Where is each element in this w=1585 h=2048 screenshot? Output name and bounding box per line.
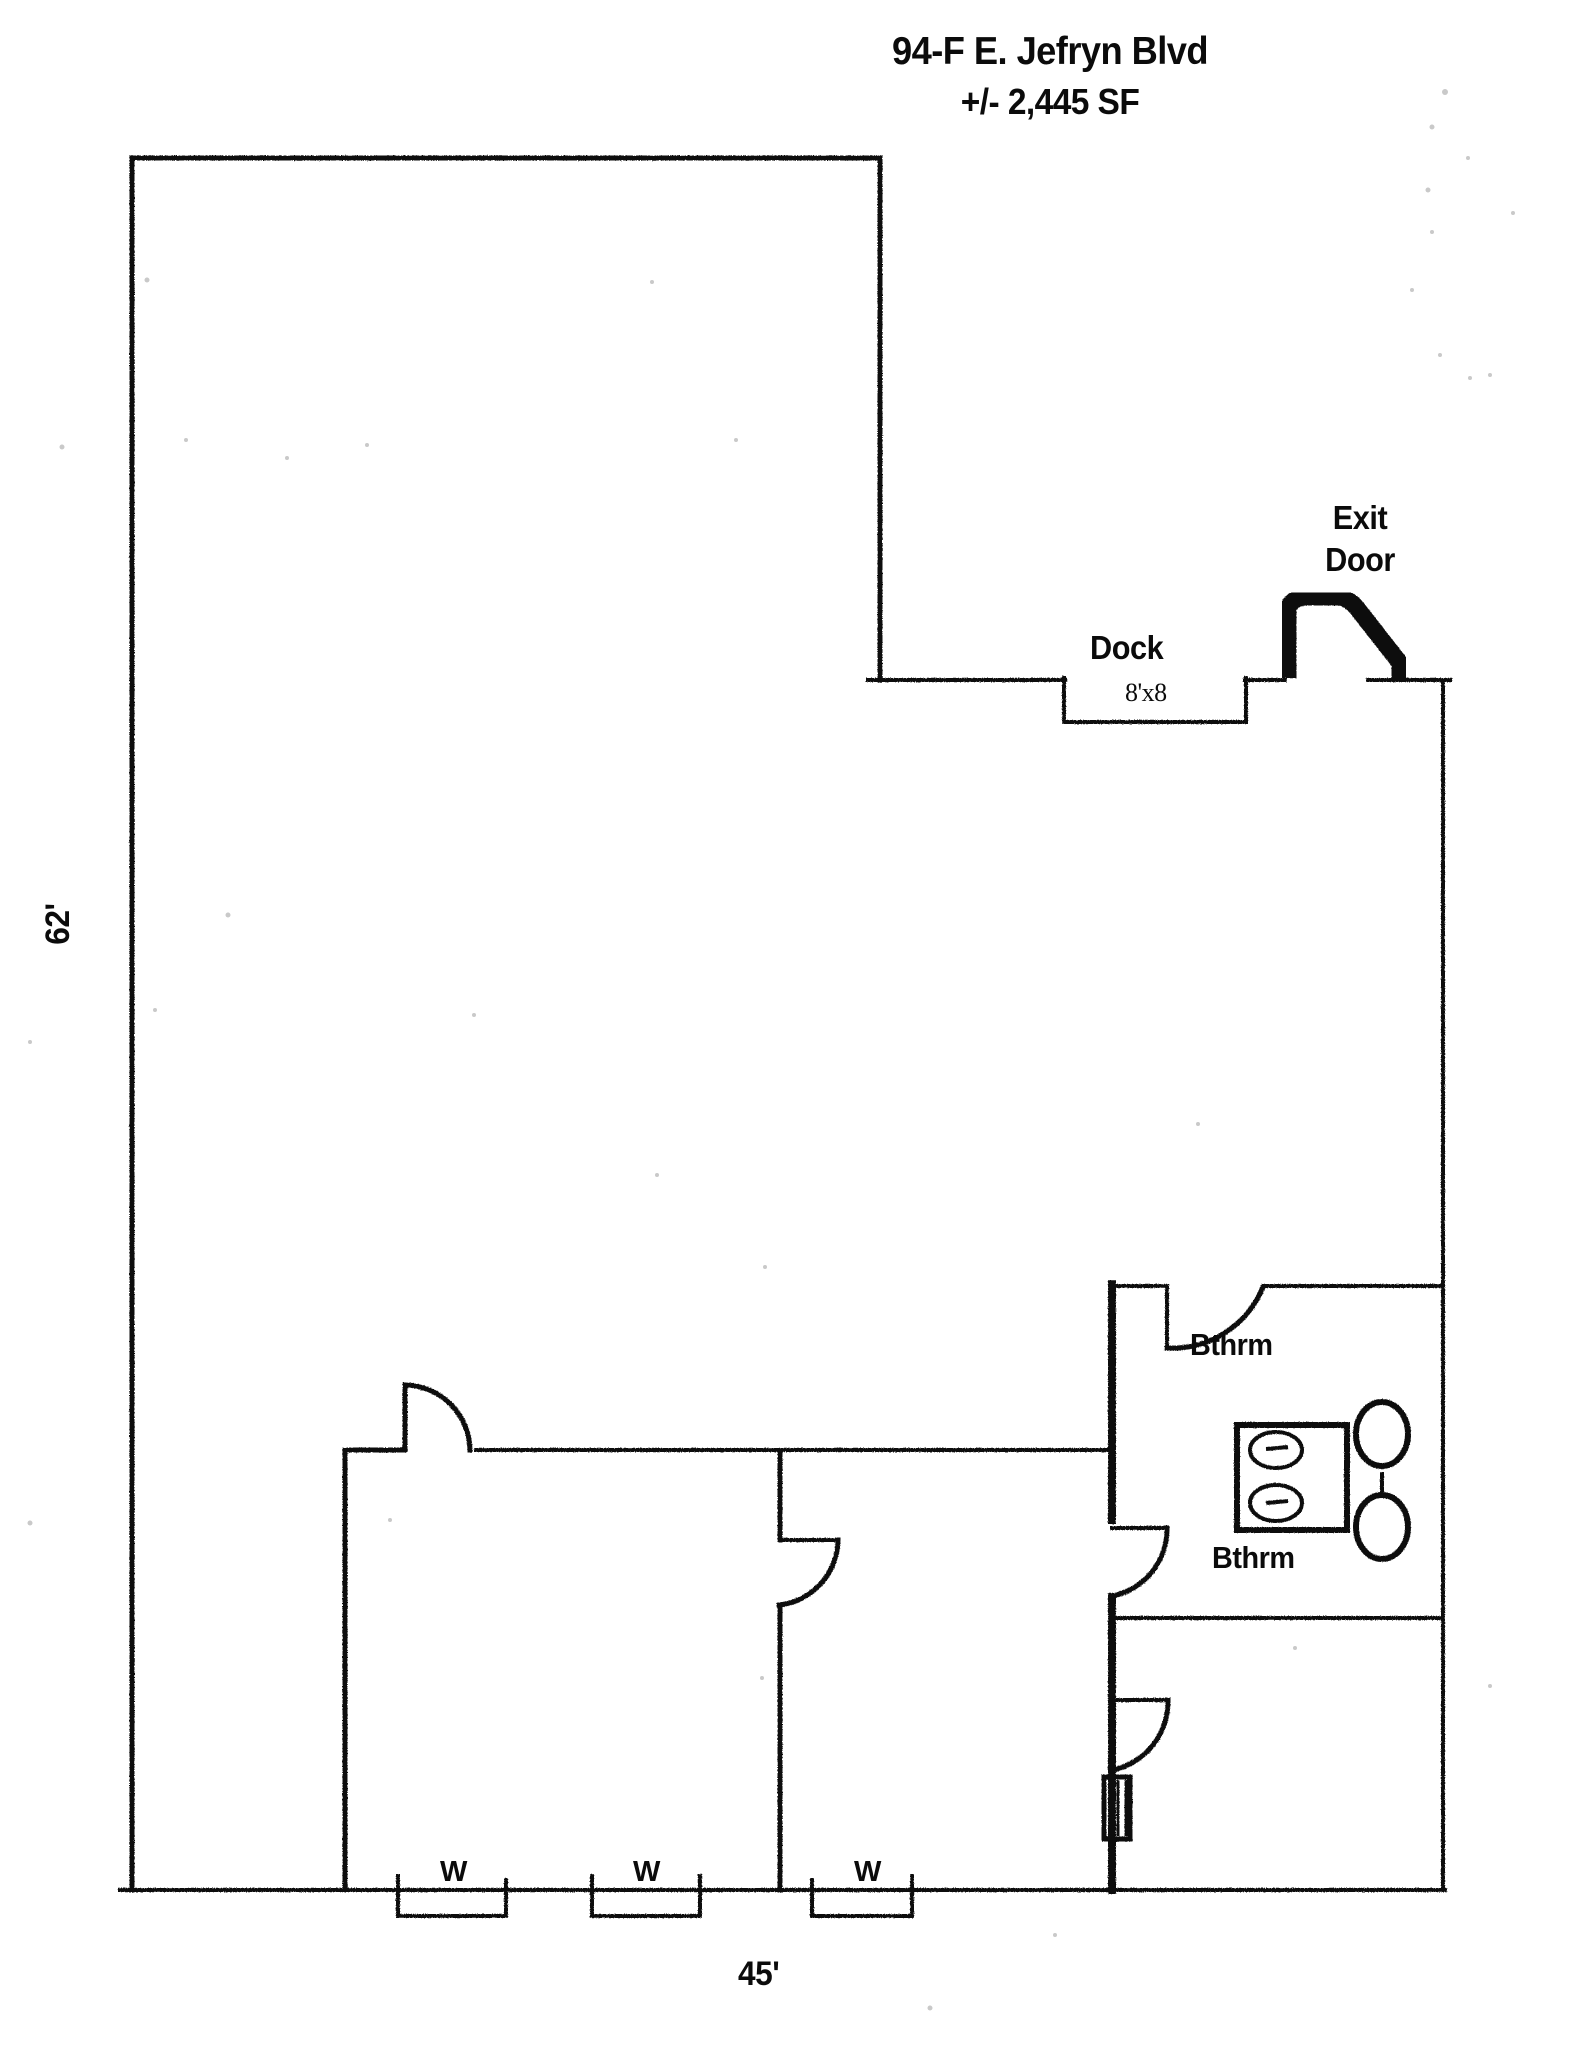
- dock-label: Dock: [1090, 629, 1164, 666]
- door-swing-bathroom1: [1164, 1283, 1267, 1351]
- window-label-3: W: [854, 1856, 881, 1888]
- sink-vanity-block: [1234, 1422, 1350, 1533]
- sink-basin-upper: [1248, 1430, 1304, 1470]
- scan-artifacts: [27, 89, 1515, 2011]
- window-label-1: W: [440, 1856, 467, 1888]
- exit-door-label-line2: Door: [1325, 540, 1395, 578]
- window-label-2: W: [633, 1856, 660, 1888]
- dock-size-label: 8'x8: [1125, 678, 1167, 707]
- page-subtitle-area: +/- 2,445 SF: [960, 81, 1140, 122]
- window-symbol-2: [590, 1886, 702, 1918]
- toilet-lower: [1353, 1492, 1411, 1562]
- door-swing-bathroom2: [1109, 1525, 1170, 1599]
- bathroom-label-upper: Bthrm: [1190, 1327, 1273, 1362]
- dimension-label-width: 45': [738, 1955, 780, 1993]
- title-block: 94-F E. Jefryn Blvd +/- 2,445 SF: [770, 30, 1330, 123]
- bathroom-label-lower: Bthrm: [1212, 1540, 1295, 1575]
- window-symbol-3: [810, 1886, 914, 1918]
- exit-door-label: Exit Door: [1290, 499, 1430, 579]
- toilet-upper: [1353, 1399, 1411, 1469]
- water-heater-fixture: [1101, 1774, 1133, 1842]
- dimension-label-height: 62': [39, 903, 78, 945]
- window-symbol-1: [396, 1886, 508, 1918]
- sink-basin-lower: [1248, 1483, 1304, 1523]
- door-swing-corridor: [1110, 1697, 1171, 1773]
- door-swing-mid-partition: [776, 1537, 841, 1608]
- sink-faucet-lower: [1265, 1499, 1289, 1505]
- page-title: 94-F E. Jefryn Blvd: [892, 30, 1208, 73]
- door-swing-left-room: [402, 1382, 473, 1453]
- exit-door-label-line1: Exit: [1332, 499, 1388, 536]
- sink-faucet-upper: [1265, 1445, 1289, 1451]
- exit-door-leaf: [1279, 588, 1409, 680]
